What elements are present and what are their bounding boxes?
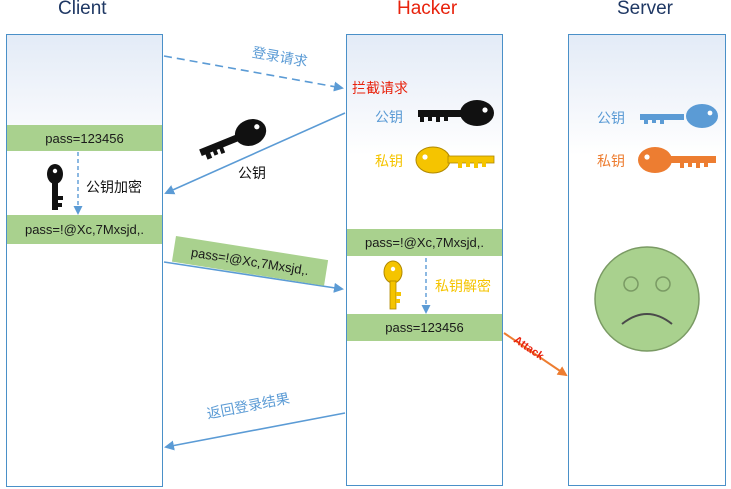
hacker-public-key-icon	[418, 100, 494, 126]
hacker-title: Hacker	[397, 0, 458, 19]
return-result-arrow	[164, 412, 346, 451]
hacker-private-key-label: 私钥	[375, 154, 403, 170]
server-private-key-icon	[638, 147, 716, 173]
hacker-decrypt-label: 私钥解密	[435, 279, 491, 295]
cipher-message-arrow	[163, 261, 344, 293]
intercept-label: 拦截请求	[352, 81, 408, 97]
server-public-key-icon	[640, 104, 718, 128]
public-key-arrow-label: 公钥	[238, 166, 266, 182]
hacker-decrypt-key-icon	[383, 260, 403, 310]
server-private-key-label: 私钥	[597, 154, 625, 170]
client-plain-bar: pass=123456	[7, 125, 162, 151]
public-key-arrow	[164, 112, 346, 195]
server-title: Server	[617, 0, 673, 19]
client-encrypt-label: 公钥加密	[86, 180, 142, 196]
hacker-cipher-bar: pass=!@Xc,7Mxsjd,.	[347, 229, 502, 256]
client-cipher-bar: pass=!@Xc,7Mxsjd,.	[7, 215, 162, 244]
hacker-public-key-label: 公钥	[375, 110, 403, 126]
hacker-private-key-icon	[415, 146, 495, 174]
login-request-arrow	[163, 55, 344, 92]
client-title: Client	[58, 0, 107, 19]
server-public-key-label: 公钥	[597, 111, 625, 127]
transit-public-key-icon	[199, 119, 267, 160]
sad-face-icon	[594, 246, 700, 352]
hacker-plain-bar: pass=123456	[347, 314, 502, 341]
client-key-icon	[47, 164, 63, 210]
client-panel	[6, 34, 163, 487]
attack-arrow	[503, 332, 568, 377]
